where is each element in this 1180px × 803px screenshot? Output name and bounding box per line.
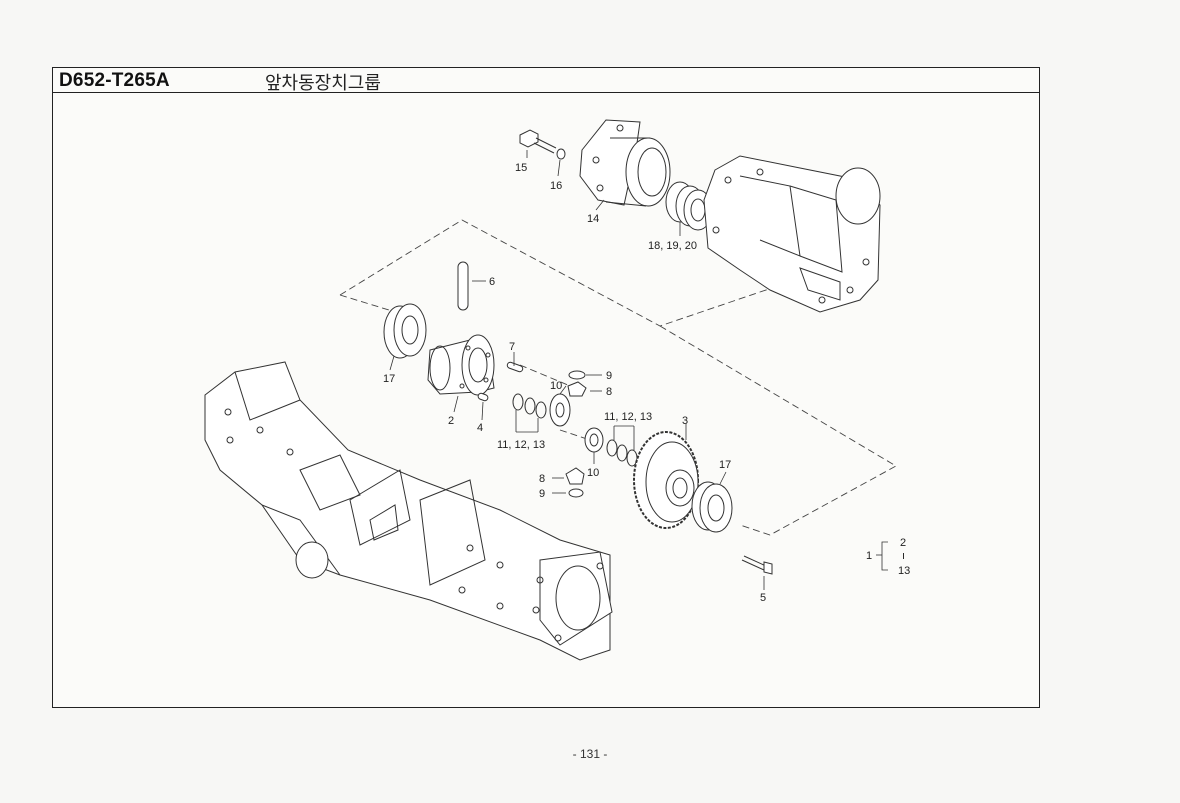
bolt-15-part [519, 129, 557, 154]
callout-3: 3 [682, 415, 688, 427]
bevel-gear-10a-part [549, 393, 571, 427]
bearing-17-right-part [691, 481, 733, 533]
callout-4: 4 [477, 422, 483, 434]
callout-10-upper: 10 [550, 380, 562, 392]
callout-8-lower: 8 [539, 473, 545, 485]
assembly-key-last: 13 [898, 565, 910, 577]
leader-lines [389, 150, 888, 590]
pinion-8b-part [565, 467, 585, 485]
housing-14-part [579, 119, 671, 207]
diff-case-2-part [427, 334, 495, 396]
gear-case-part [703, 155, 881, 313]
shims-right-part [606, 439, 638, 467]
part-code: D652-T265A [59, 70, 170, 91]
callout-9-lower: 9 [539, 488, 545, 500]
callout-5: 5 [760, 592, 766, 604]
bolt-5-part [741, 555, 773, 575]
callout-17-left: 17 [383, 373, 395, 385]
bearing-17-left-part [383, 303, 427, 359]
callout-8-upper: 8 [606, 386, 612, 398]
callout-16: 16 [550, 180, 562, 192]
title-bar: D652-T265A 앞차동장치그룹 [53, 68, 1039, 94]
bevel-gear-10b-part [584, 427, 604, 453]
callout-14: 14 [587, 213, 599, 225]
assembly-key-first: 2 [900, 537, 906, 549]
callout-11-12-13-left: 11, 12, 13 [497, 439, 545, 451]
assembly-key-range-mark: ı [902, 550, 905, 562]
callout-6: 6 [489, 276, 495, 288]
pin-7-part [506, 361, 524, 373]
shims-left-part [512, 393, 547, 419]
assembly-key-number: 1 [866, 550, 872, 562]
washer-9a-part [568, 370, 586, 380]
callout-18-19-20: 18, 19, 20 [648, 240, 697, 252]
washer-16-part [556, 148, 566, 160]
pin-4-part [477, 392, 489, 402]
ring-gear-3-part [633, 431, 699, 529]
callout-11-12-13-right: 11, 12, 13 [604, 411, 652, 423]
pinion-8a-part [567, 381, 587, 397]
axle-housing-part [204, 361, 613, 661]
callout-7: 7 [509, 341, 515, 353]
callout-9-upper: 9 [606, 370, 612, 382]
group-title: 앞차동장치그룹 [265, 73, 381, 94]
callout-labels: 15 16 14 18, 19, 20 6 17 7 2 4 9 8 10 11… [383, 162, 766, 604]
callout-15: 15 [515, 162, 527, 174]
assembly-key: 1 2 ı 13 [866, 537, 910, 577]
callout-17-right: 17 [719, 459, 731, 471]
washer-9b-part [568, 488, 584, 498]
callout-2: 2 [448, 415, 454, 427]
page-number: - 131 - [572, 747, 608, 761]
callout-10-lower: 10 [587, 467, 599, 479]
pin-6-part [457, 261, 469, 311]
